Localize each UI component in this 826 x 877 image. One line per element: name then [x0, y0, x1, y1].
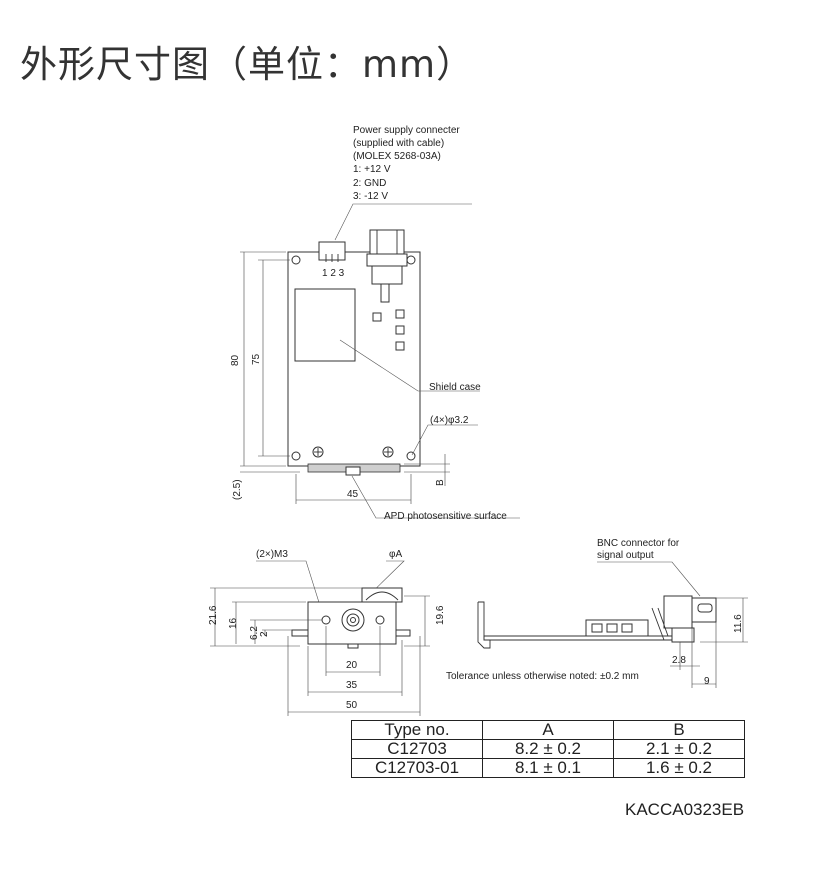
dim-2: 2	[259, 631, 270, 637]
table-header: A	[482, 720, 614, 740]
table-cell: 2.1 ± 0.2	[613, 739, 745, 759]
connector-note-line-2: (supplied with cable)	[353, 138, 444, 149]
side-bnc	[663, 595, 693, 629]
table-row: C12703 8.2 ± 0.2 2.1 ± 0.2	[351, 739, 745, 759]
table-row: C12703-01 8.1 ± 0.1 1.6 ± 0.2	[351, 758, 745, 778]
top-view: Power supply connecter (supplied with ca…	[230, 125, 520, 522]
table-header-row: Type no. A B	[351, 720, 745, 740]
pin-numbers: 1 2 3	[322, 268, 345, 279]
connector-note-line-5: 2: GND	[353, 178, 386, 189]
dim-45: 45	[347, 489, 359, 500]
table-header: B	[613, 720, 745, 740]
dim-80: 80	[230, 354, 241, 366]
mount-hole-bl	[291, 451, 301, 461]
table-header: Type no.	[351, 720, 483, 740]
dim-16: 16	[228, 617, 239, 629]
table-cell: 8.1 ± 0.1	[482, 758, 614, 778]
front-view: (2×)M3 φA 21.6 16 6.2 2 19.6	[208, 549, 446, 716]
page-title: 外形尺寸图（单位：mm）	[20, 43, 475, 86]
drawing-code: KACCA0323EB	[625, 800, 745, 819]
table-cell: 8.2 ± 0.2	[482, 739, 614, 759]
dim-2-8: 2.8	[672, 655, 686, 666]
connector-note-line-1: Power supply connecter	[353, 125, 460, 136]
apd-leader	[351, 475, 520, 519]
dim-2-5: (2.5)	[232, 479, 243, 500]
shield-case	[294, 288, 356, 362]
dim-6-2: 6.2	[249, 626, 260, 640]
shield-leader	[339, 339, 480, 392]
connector-note-line-6: 3: -12 V	[353, 191, 388, 202]
mount-hole-tr	[406, 255, 416, 265]
hole-label: (4×)φ3.2	[430, 415, 469, 426]
dim-b: B	[435, 479, 446, 486]
side-view: BNC connector for signal output 11.6 2.8…	[446, 538, 748, 688]
side-board	[477, 601, 491, 649]
table-cell: C12703-01	[351, 758, 483, 778]
connector-leader	[334, 203, 472, 241]
table-cell: C12703	[351, 739, 483, 759]
tolerance-note: Tolerance unless otherwise noted: ±0.2 m…	[446, 671, 639, 682]
connector-note-line-3: (MOLEX 5268-03A)	[353, 151, 441, 162]
connector-note-line-4: 1: +12 V	[353, 164, 391, 175]
dim-20: 20	[346, 660, 358, 671]
hole-leader	[411, 424, 478, 456]
dim-19-6: 19.6	[435, 605, 446, 625]
bnc-connector-top	[369, 229, 405, 255]
dim-9: 9	[704, 676, 710, 687]
dim-50: 50	[346, 700, 358, 711]
table-cell: 1.6 ± 0.2	[613, 758, 745, 778]
dim-11-6: 11.6	[733, 614, 744, 633]
dim-35: 35	[346, 680, 358, 691]
mount-hole-br	[406, 451, 416, 461]
phi-a-label: φA	[389, 549, 402, 560]
m3-label: (2×)M3	[256, 549, 288, 560]
m3-hole-left	[321, 615, 331, 625]
apd-label: APD photosensitive surface	[384, 511, 507, 522]
type-table: Type no. A B C12703 8.2 ± 0.2 2.1 ± 0.2 …	[351, 720, 745, 778]
m3-hole-right	[375, 615, 385, 625]
mount-hole-tl	[291, 255, 301, 265]
dim-75: 75	[251, 353, 262, 365]
bnc-label-line-1: BNC connector for	[597, 538, 680, 549]
dim-21-6: 21.6	[208, 605, 219, 625]
shield-label: Shield case	[429, 382, 481, 393]
bnc-label-line-2: signal output	[597, 550, 654, 561]
